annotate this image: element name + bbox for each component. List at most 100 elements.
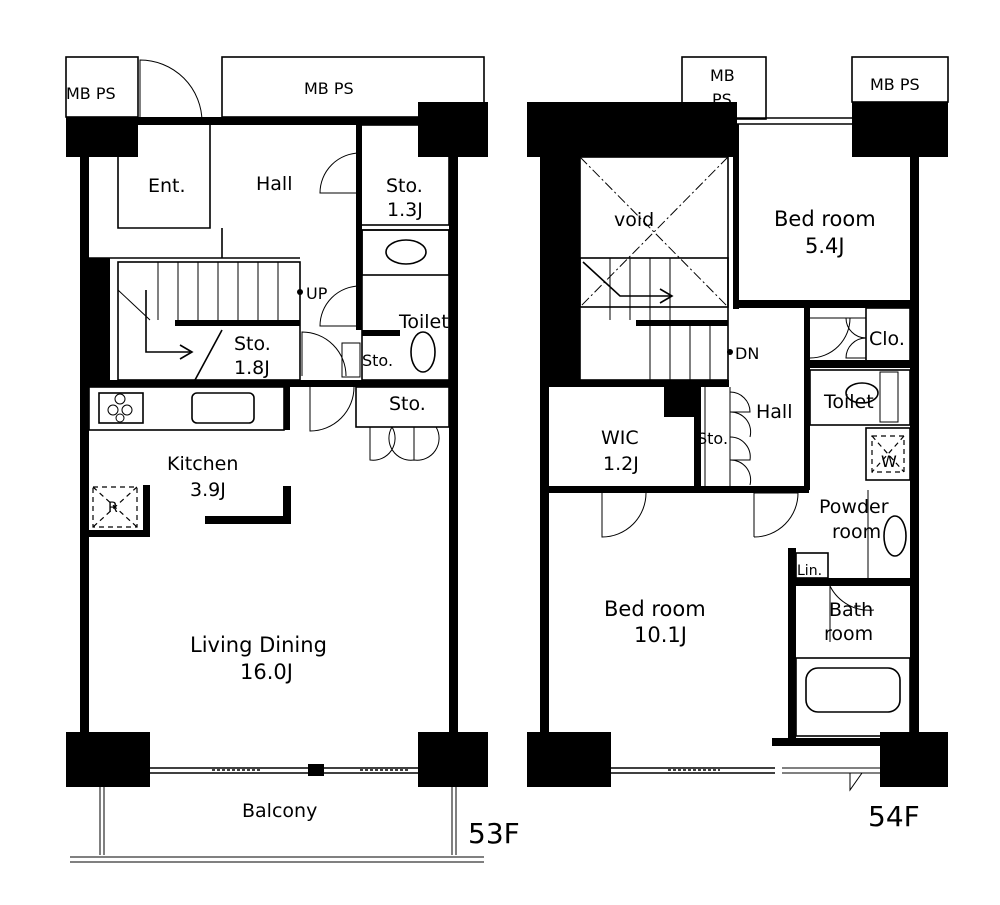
mbps-top-label: MB PS [304, 79, 354, 98]
stair-54-wall [636, 320, 728, 326]
wic-size: 1.2J [603, 453, 639, 475]
stair-treads [117, 262, 279, 321]
kitchen-sink [191, 392, 255, 424]
void-area [579, 156, 729, 308]
wall-bedroom-small-left [733, 124, 739, 309]
washer-x2 [871, 435, 905, 473]
fridge-wall [89, 485, 150, 537]
floor-53-label: 53F [468, 817, 520, 850]
fridge-outline [92, 486, 138, 528]
balcony-label: Balcony [242, 800, 317, 822]
bedroom-large-door [601, 492, 647, 538]
storage-right-doors [369, 426, 440, 461]
wall-54-mid [549, 380, 729, 387]
bath-label-2: room [824, 623, 873, 645]
toilet-bowl [410, 331, 436, 373]
fridge-x2 [92, 486, 138, 528]
bedroom-small-name: Bed room [774, 207, 876, 231]
stair-dn-dot [727, 349, 733, 355]
living-size: 16.0J [240, 660, 293, 684]
wall-bedroom-large-top [549, 486, 809, 493]
floor-54: MB PS MB PS void Bed room 5.4J Clo. DN H… [527, 56, 949, 833]
mbps-right-label: MB PS [870, 75, 920, 94]
wall-bedroom-small-bottom [733, 300, 913, 308]
washer-box [865, 427, 911, 481]
storage-small-label: Sto. [362, 351, 393, 370]
storage-right-label: Sto. [389, 393, 426, 415]
window-mullion [308, 764, 324, 776]
storage-top-size: 1.3J [387, 199, 423, 221]
bedroom-large-door-2 [753, 492, 799, 538]
closet-door [845, 317, 867, 359]
storage-stair-name: Sto. [234, 333, 271, 355]
powder-sink [883, 515, 907, 557]
linen-label: Lin. [797, 563, 822, 579]
storage-top-name: Sto. [386, 175, 423, 197]
small-storage [341, 342, 361, 378]
stair-54 [579, 257, 729, 381]
wall-kitchen-top [89, 380, 449, 387]
bathtub-area [795, 657, 911, 737]
bedroom-large-size: 10.1J [634, 623, 687, 647]
stair-cut-line [194, 329, 223, 381]
storage-door-swing [319, 152, 361, 194]
powder-label-2: room [832, 521, 881, 543]
powder-label-1: Powder [819, 496, 889, 518]
washer-label: W [881, 452, 897, 471]
wall-storage [356, 125, 362, 330]
toilet-54 [809, 369, 911, 426]
bath-door [829, 585, 875, 642]
bedroom-large-name: Bed room [604, 597, 706, 621]
wall-left [80, 157, 89, 732]
wall-kitchen-right [284, 380, 290, 430]
mbps-left-label: MB PS [66, 84, 116, 103]
entrance-partition [117, 125, 211, 229]
stair-arrow-line [145, 290, 190, 353]
fridge-label: R [108, 500, 118, 516]
wall-toilet-top [804, 360, 910, 368]
wall-right [449, 157, 458, 732]
wall-stair-left [80, 258, 110, 383]
toilet-54-bowl [845, 382, 879, 404]
washer-x1 [871, 435, 905, 473]
wall-54-stair-left [549, 157, 580, 385]
wall-54-right [910, 157, 919, 732]
stair-arrow-head [179, 344, 194, 360]
kitchen-name: Kitchen [167, 453, 238, 475]
column-54-bl [527, 732, 611, 787]
stair-up-label: UP [306, 284, 328, 303]
column-tl [66, 117, 138, 157]
floor-54-label: 54F [868, 800, 920, 833]
column-br [418, 732, 488, 787]
bath-label-1: Bath [829, 599, 873, 621]
floor-53: MB PS MB PS Ent. Hall Sto. 1.3J UP Toile… [65, 56, 520, 863]
kitchen-size: 3.9J [190, 479, 226, 501]
wall-bath-top [788, 578, 910, 586]
storage-stair-size: 1.8J [234, 357, 270, 379]
mbps-mid-label-2: PS [712, 90, 732, 109]
stair-wall [175, 320, 300, 326]
column-bl [66, 732, 150, 787]
hall-54-label: Hall [756, 401, 793, 423]
bathtub [805, 667, 901, 713]
washer-outline [871, 435, 905, 473]
wall-54-bottom-right [772, 738, 910, 746]
entrance-label: Ent. [148, 175, 186, 197]
wall-top [138, 117, 418, 125]
wall-wic-right [694, 387, 701, 487]
wic-name: WIC [601, 427, 639, 449]
toilet-54-label: Toilet [823, 391, 874, 413]
wall-54-left [540, 157, 549, 732]
column-54-tl [527, 102, 737, 157]
toilet-sink [385, 239, 427, 265]
wall-bath-left [788, 548, 796, 738]
toilet-sink-counter [361, 229, 450, 276]
living-name: Living Dining [190, 633, 327, 657]
kitchen-door-swing [309, 386, 355, 432]
storage-right [355, 386, 450, 428]
column-54-tr [852, 102, 948, 157]
wall-small-sto [362, 330, 400, 336]
mbps-mid-label-1: MB [710, 66, 735, 85]
linen-box [795, 552, 829, 579]
door-54-swing [849, 772, 863, 792]
